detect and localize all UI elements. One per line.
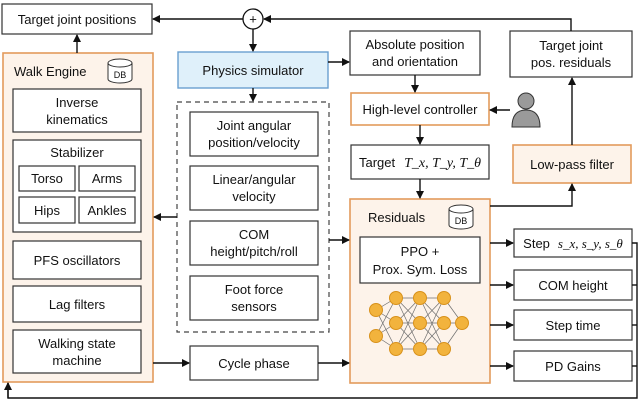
stabilizer-title: Stabilizer [50,145,104,160]
nn-connection [419,297,445,350]
walking-state-machine-line2: machine [52,353,101,368]
stabilizer-arms-label: Arms [92,171,123,186]
target-math: T_x, T_y, T_θ [404,156,481,171]
walk-engine-title: Walk Engine [14,64,87,79]
stabilizer-ankles-box [78,196,136,224]
stabilizer-hips-label: Hips [34,203,61,218]
inverse-kinematics-node: Inverse kinematics [12,88,142,133]
walking-state-machine-line1: Walking state [38,336,116,351]
nn-neuron [413,342,427,356]
summing-junction-icon: + [242,8,264,30]
sensor-linear-angular-line1: Linear/angular [212,172,296,187]
stabilizer-node: Stabilizer Torso Arms Hips Ankles [12,139,142,233]
nn-neuron [389,316,403,330]
nn-connection [375,297,397,337]
user-icon [511,92,541,128]
sensor-foot-force: Foot force sensors [189,275,319,321]
output-com-height-label: COM height [538,278,608,293]
output-step-text: Step s_x, s_y, s_θ [523,235,623,252]
stabilizer-torso-label: Torso [31,171,63,186]
output-pd-gains-label: PD Gains [545,359,601,374]
neural-network-icon [369,291,469,356]
sensor-foot-force-line1: Foot force [225,282,284,297]
residuals-db-label: DB [455,216,468,226]
sensor-com: COM height/pitch/roll [189,220,319,266]
nn-neuron [413,291,427,305]
residuals-title: Residuals [368,210,426,225]
output-step-time-label: Step time [546,318,601,333]
low-pass-filter-label: Low-pass filter [530,157,614,172]
stabilizer-torso-box [18,165,76,192]
sensor-joint-angular-line1: Joint angular [217,118,292,133]
output-step-time: Step time [513,309,633,341]
sensor-linear-angular: Linear/angular velocity [189,165,319,211]
sensor-joint-angular: Joint angular position/velocity [189,111,319,157]
database-icon: DB [448,204,474,230]
cycle-phase-label: Cycle phase [218,356,290,371]
inverse-kinematics-line1: Inverse [56,95,99,110]
stabilizer-hips-box [18,196,76,224]
ppo-line1: PPO + [401,244,440,259]
pfs-oscillators-label: PFS oscillators [34,253,121,268]
sum-symbol: + [249,12,257,27]
nn-neuron [437,316,451,330]
sensor-linear-angular-line2: velocity [232,189,276,204]
walking-state-machine-node: Walking state machine [12,329,142,374]
nn-neuron [413,316,427,330]
high-level-controller-node: High-level controller [350,92,490,126]
nn-neuron [369,303,383,317]
target-joint-positions-label: Target joint positions [18,12,137,27]
sensor-com-line2: height/pitch/roll [210,244,298,259]
output-step: Step s_x, s_y, s_θ [513,228,633,258]
target-joint-residuals-node: Target joint pos. residuals [509,30,633,78]
target-text: Target T_x, T_y, T_θ [359,154,481,171]
physics-simulator-node: Physics simulator [177,51,329,89]
low-pass-filter-node: Low-pass filter [512,144,632,184]
nn-neuron [369,329,383,343]
target-joint-residuals-line2: pos. residuals [531,55,612,70]
inverse-kinematics-line2: kinematics [46,112,108,127]
output-step-label: Step [523,236,550,251]
output-pd-gains: PD Gains [513,350,633,382]
walk-engine-db-label: DB [114,70,127,80]
target-node: Target T_x, T_y, T_θ [350,144,490,180]
stabilizer-ankles-label: Ankles [87,203,127,218]
ppo-node: PPO + Prox. Sym. Loss [359,236,481,284]
ppo-line2: Prox. Sym. Loss [373,262,468,277]
lag-filters-label: Lag filters [49,297,106,312]
target-joint-residuals-line1: Target joint [539,38,603,53]
walk-engine-panel: Walk Engine DB Inverse kinematics Stabil… [2,52,154,383]
target-label: Target [359,155,396,170]
nn-neuron [437,291,451,305]
physics-simulator-label: Physics simulator [202,63,304,78]
sensor-joint-angular-line2: position/velocity [208,135,300,150]
output-com-height: COM height [513,269,633,301]
sensor-foot-force-line2: sensors [231,299,277,314]
residuals-panel: Residuals DB PPO + Prox. Sym. Loss [349,198,491,384]
output-step-math: s_x, s_y, s_θ [558,236,624,251]
absolute-position-line2: and orientation [372,54,458,69]
arrow-joint-residuals-to-junction [263,15,572,31]
nn-neuron [437,342,451,356]
arrow-residuals-to-lowpass [490,183,576,207]
absolute-position-line1: Absolute position [365,37,464,52]
sensor-com-line1: COM [239,227,269,242]
connectors [4,15,638,399]
high-level-controller-label: High-level controller [363,102,479,117]
absolute-position-node: Absolute position and orientation [349,30,481,76]
nn-neuron [389,342,403,356]
target-joint-positions-node: Target joint positions [1,3,153,35]
nn-neuron [455,316,469,330]
cycle-phase-node: Cycle phase [189,345,319,381]
stabilizer-arms-box [78,165,136,192]
pfs-oscillators-node: PFS oscillators [12,240,142,280]
nn-neuron [389,291,403,305]
database-icon: DB [107,58,133,84]
lag-filters-node: Lag filters [12,285,142,323]
sensors-group: Joint angular position/velocity Linear/a… [176,101,330,333]
nn-connection [395,297,421,350]
